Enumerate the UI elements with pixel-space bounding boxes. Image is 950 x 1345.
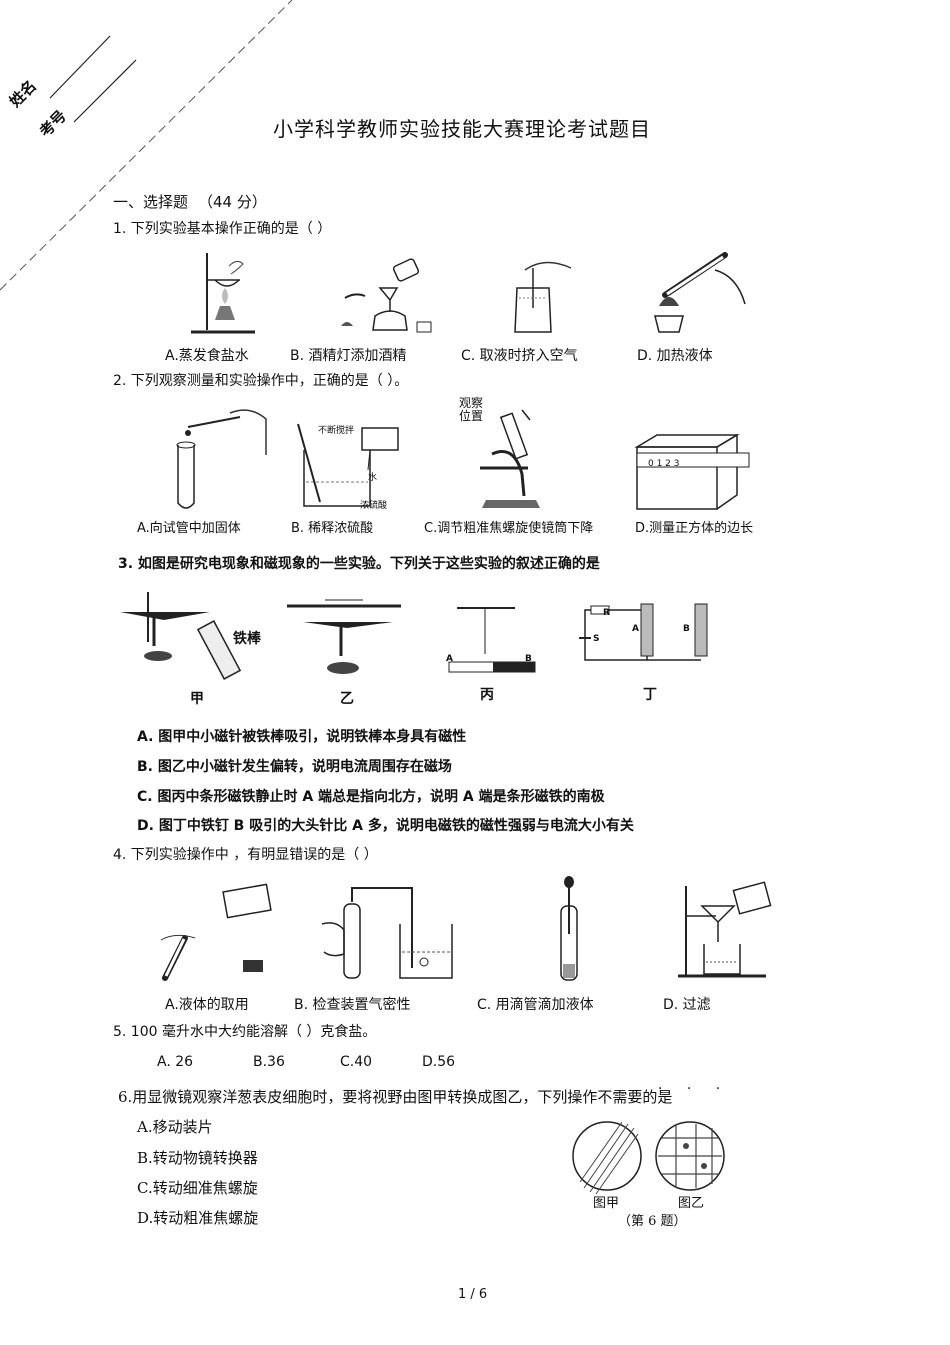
section-heading: 一、选择题（44 分） xyxy=(113,193,267,211)
q4-fig-pour-liquid xyxy=(160,883,272,981)
q2-label-ruler-scale: 0 1 2 3 xyxy=(648,459,680,469)
q6-label-yi: 图乙 xyxy=(678,1196,705,1211)
q3-fig-bing xyxy=(448,607,536,673)
q2-label-acid: 浓硫酸 xyxy=(360,501,388,511)
q3-label-bing-a: A xyxy=(446,654,453,664)
q2-fig-dilute xyxy=(297,423,399,507)
q1-option-b: B. 酒精灯添加酒精 xyxy=(290,348,407,364)
q2-fig-microscope xyxy=(480,409,540,508)
q3-fig-ding xyxy=(579,603,708,661)
q3-option-c: C. 图丙中条形磁铁静止时 A 端总是指向北方，说明 A 端是条形磁铁的南极 xyxy=(137,789,605,805)
q6-option-d: D.转动粗准焦螺旋 xyxy=(137,1209,259,1227)
q6-option-c: C.转动细准焦螺旋 xyxy=(137,1179,258,1197)
q2-label-observe: 观察位置 xyxy=(459,396,484,423)
q2-label-water: 水 xyxy=(368,473,378,483)
margin-cut-line xyxy=(0,0,293,291)
q4-option-b: B. 检查装置气密性 xyxy=(294,997,411,1013)
q2-option-b: B. 稀释浓硫酸 xyxy=(291,521,374,536)
q4-fig-air-tight xyxy=(321,887,453,979)
q2-label-stir: 不断搅拌 xyxy=(318,426,355,436)
q6-figure-caption: （第 6 题） xyxy=(618,1214,687,1229)
q1-fig-add-alcohol xyxy=(341,258,432,333)
q3-option-d: D. 图丁中铁钉 B 吸引的大头针比 A 多，说明电磁铁的磁性强弱与电流大小有关 xyxy=(137,818,634,834)
q3-label-ding-a: A xyxy=(632,624,639,634)
q2-stem: 2. 下列观察测量和实验操作中，正确的是（ ）。 xyxy=(113,373,409,389)
q3-label-ding: 丁 xyxy=(643,687,657,703)
q3-label-iron-rod: 铁棒 xyxy=(233,631,261,647)
q3-fig-jia xyxy=(120,592,242,680)
q5-stem: 5. 100 毫升水中大约能溶解（ ）克食盐。 xyxy=(113,1024,377,1040)
q3-label-bing-b: B xyxy=(525,654,532,664)
q1-fig-dropper xyxy=(514,261,572,333)
q6-label-jia: 图甲 xyxy=(593,1196,620,1211)
q1-option-a: A.蒸发食盐水 xyxy=(165,348,249,364)
q1-fig-heat-liquid xyxy=(654,252,746,333)
q4-stem: 4. 下列实验操作中 ，有明显错误的是（ ） xyxy=(113,847,378,863)
q4-option-d: D. 过滤 xyxy=(663,997,711,1013)
q3-fig-yi xyxy=(287,599,401,674)
q3-label-yi: 乙 xyxy=(340,691,354,707)
q5-option-c: C.40 xyxy=(340,1054,373,1070)
q4-option-c: C. 用滴管滴加液体 xyxy=(477,997,594,1013)
page-title: 小学科学教师实验技能大赛理论考试题目 xyxy=(273,117,651,141)
q3-option-a: A. 图甲中小磁针被铁棒吸引，说明铁棒本身具有磁性 xyxy=(137,729,467,745)
q3-label-ding-r: R xyxy=(603,608,610,618)
q6-option-b: B.转动物镜转换器 xyxy=(137,1149,258,1167)
q1-option-c: C. 取液时挤入空气 xyxy=(461,348,578,364)
q3-stem: 3. 如图是研究电现象和磁现象的一些实验。下列关于这些实验的叙述正确的是 xyxy=(118,556,600,572)
q4-fig-dropper xyxy=(560,876,578,981)
q4-option-a: A.液体的取用 xyxy=(165,997,249,1013)
q5-option-d: D.56 xyxy=(422,1054,456,1070)
q6-option-a: A.移动装片 xyxy=(137,1118,213,1136)
q2-fig-ruler-cube xyxy=(634,433,750,510)
q2-fig-test-tube xyxy=(176,409,267,509)
q5-option-b: B.36 xyxy=(253,1054,285,1070)
q6-emphasis-dots: · · · xyxy=(658,1081,731,1097)
q3-label-jia: 甲 xyxy=(190,691,204,707)
q2-option-a: A.向试管中加固体 xyxy=(137,521,241,536)
q1-fig-evaporate xyxy=(191,253,255,334)
q3-option-b: B. 图乙中小磁针发生偏转，说明电流周围存在磁场 xyxy=(137,759,452,775)
q3-label-ding-s: S xyxy=(593,634,600,644)
q6-stem: 6.用显微镜观察洋葱表皮细胞时，要将视野由图甲转换成图乙，下列操作不需要的是 xyxy=(118,1088,673,1106)
q1-option-d: D. 加热液体 xyxy=(637,348,713,364)
q5-option-a: A. 26 xyxy=(157,1054,194,1070)
q3-label-bing: 丙 xyxy=(480,687,494,703)
q6-fig-cells xyxy=(572,1121,725,1195)
q4-fig-filter xyxy=(678,881,772,978)
q1-stem: 1. 下列实验基本操作正确的是（ ） xyxy=(113,221,332,237)
q3-label-ding-b: B xyxy=(683,624,690,634)
page-number: 1 / 6 xyxy=(458,1287,488,1302)
q2-option-c: C.调节粗准焦螺旋使镜筒下降 xyxy=(424,521,594,536)
q2-option-d: D.测量正方体的边长 xyxy=(635,521,754,536)
